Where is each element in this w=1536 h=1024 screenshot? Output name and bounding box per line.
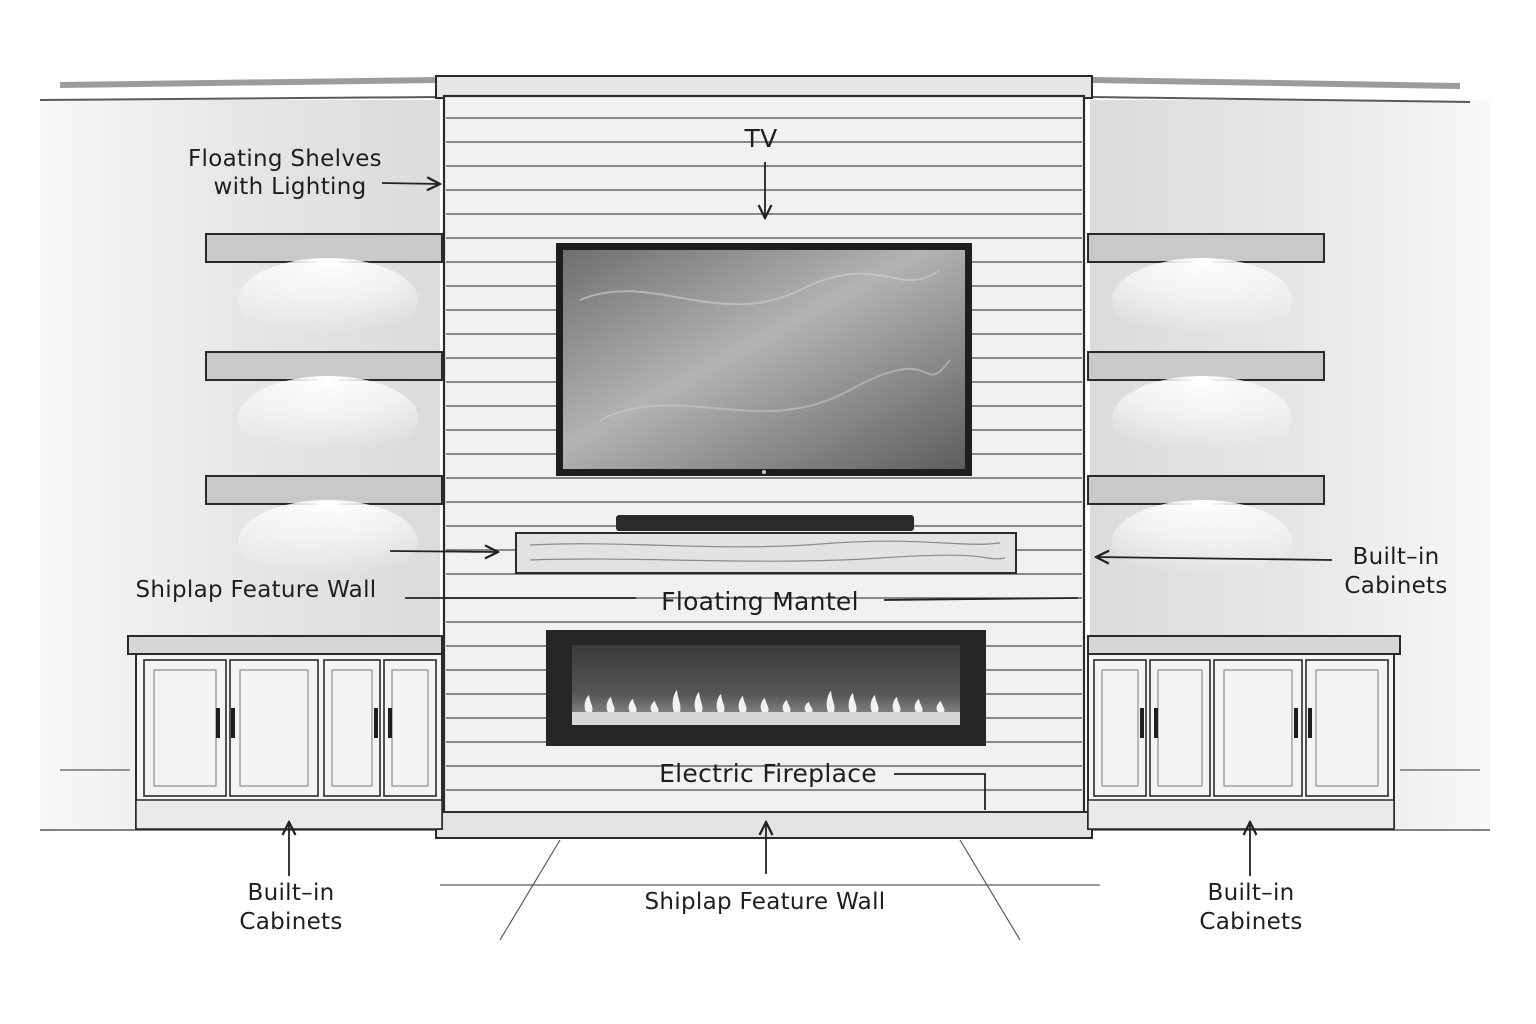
label-cabinets-bl-1: Built–in (247, 880, 334, 906)
label-floating-mantel: Floating Mantel (661, 587, 859, 616)
soundbar (616, 515, 914, 531)
flame (694, 692, 703, 712)
flame (848, 693, 857, 712)
back-wall (39, 77, 1490, 830)
label-electric-fireplace: Electric Fireplace (659, 759, 877, 788)
label-tv: TV (744, 124, 778, 153)
flame (716, 694, 725, 712)
flame (650, 701, 659, 712)
callout-arrows (289, 162, 1333, 876)
tv (556, 243, 972, 476)
flame (760, 698, 769, 712)
floating-shelves-left (205, 233, 443, 584)
flame (892, 697, 901, 712)
label-cabinets-right-1: Built–in (1352, 544, 1439, 570)
flame (914, 699, 923, 712)
flame (738, 696, 747, 712)
built-in-cabinets-right (1087, 635, 1401, 830)
flame (628, 699, 637, 712)
flame (782, 700, 791, 712)
electric-fireplace (546, 630, 986, 746)
built-in-cabinets-left (127, 635, 443, 830)
flame (826, 691, 835, 712)
arrow-shiplap-left (389, 551, 498, 552)
leader-mantel (883, 597, 1079, 601)
label-cabinets-bl-2: Cabinets (239, 909, 342, 935)
flame (804, 702, 813, 712)
label-floating-shelves-2: with Lighting (214, 174, 367, 200)
flame (672, 690, 681, 712)
callout-labels: Floating Shelves with Lighting TV Shipla… (136, 124, 1448, 935)
label-shiplap-bottom: Shiplap Feature Wall (645, 889, 886, 915)
label-cabinets-br-2: Cabinets (1199, 909, 1302, 935)
flame (606, 697, 615, 712)
flame (584, 695, 593, 712)
flame (936, 701, 945, 712)
floating-mantel (515, 532, 1017, 574)
label-shiplap-left: Shiplap Feature Wall (136, 577, 377, 603)
label-cabinets-br-1: Built–in (1207, 880, 1294, 906)
label-floating-shelves-1: Floating Shelves (188, 146, 382, 172)
label-cabinets-right-2: Cabinets (1344, 573, 1447, 599)
flame (870, 695, 879, 712)
floating-shelves-right (1087, 233, 1325, 584)
leader-fireplace (894, 773, 986, 810)
arrow-shelves (381, 183, 440, 184)
arrow-cabinets-right (1096, 557, 1333, 560)
